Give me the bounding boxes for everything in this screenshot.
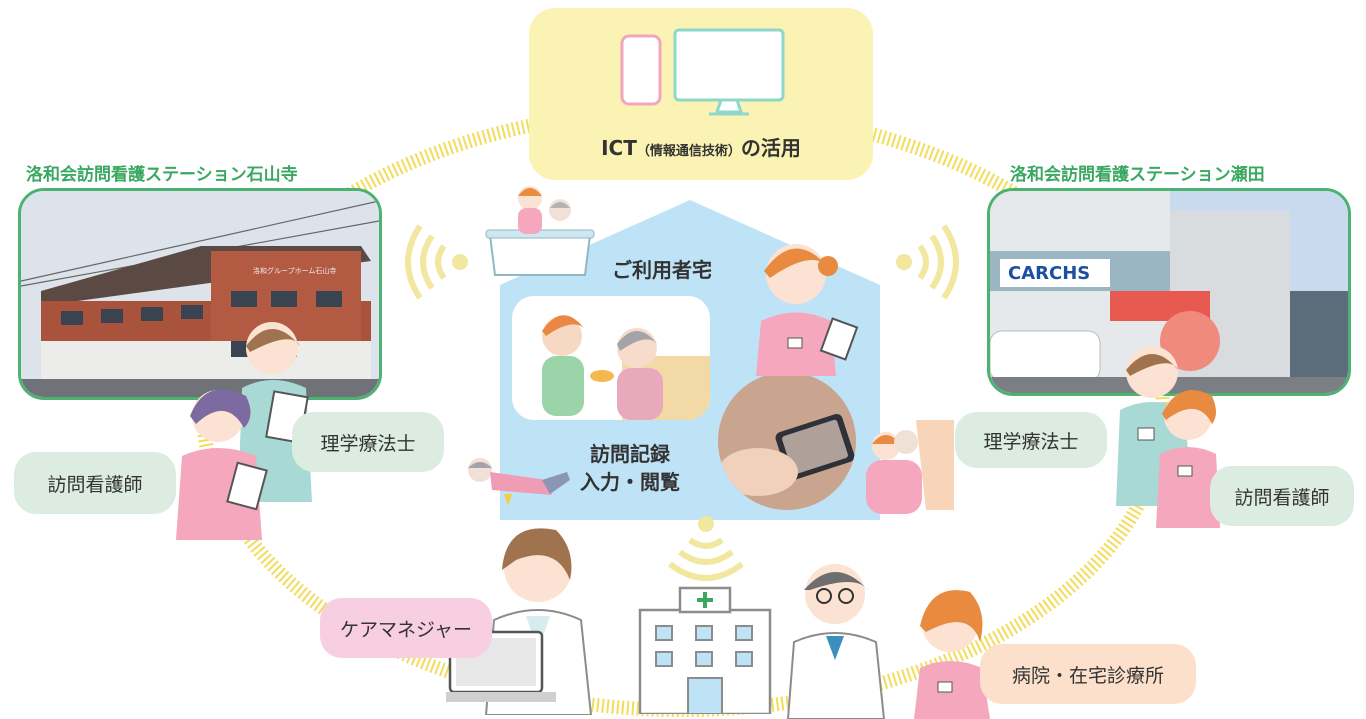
station-title-ishiyamadera: 洛和会訪問看護ステーション石山寺 (26, 165, 298, 185)
ict-panel: ICT（情報通信技術）の活用 (529, 8, 873, 180)
right-nurse-figure (1156, 390, 1220, 528)
smartphone-icon (620, 34, 662, 106)
user-home-label: ご利用者宅 (612, 258, 712, 282)
ict-title: ICT（情報通信技術）の活用 (601, 136, 801, 160)
hospital-building-icon (638, 586, 772, 714)
station-photo-ishiyamadera: 洛和グループホーム石山寺 (18, 188, 382, 400)
role-pill-left-physical-therapist: 理学療法士 (292, 412, 444, 472)
visit-record-label: 訪問記録 入力・閲覧 (580, 442, 680, 494)
wifi-signal-right-icon (896, 224, 959, 300)
role-pill-right-physical-therapist: 理学療法士 (955, 412, 1107, 468)
svg-text:洛和グループホーム石山寺: 洛和グループホーム石山寺 (253, 266, 336, 275)
role-pill-right-visiting-nurse: 訪問看護師 (1210, 466, 1354, 526)
falling-elder-illustration (468, 458, 570, 506)
left-nurse-figure (176, 389, 268, 540)
wifi-signal-left-icon (405, 224, 468, 300)
doctor-figure (786, 564, 886, 719)
station-title-seta: 洛和会訪問看護ステーション瀬田 (1010, 165, 1265, 185)
hospital-staff-figure (914, 590, 990, 719)
wifi-signal-hospital-icon (668, 516, 744, 581)
tablet-photo (718, 372, 856, 510)
caregiving-illustration (866, 420, 954, 514)
bathing-illustration (485, 186, 595, 276)
monitor-icon (673, 28, 785, 116)
role-pill-hospital-clinic: 病院・在宅診療所 (980, 644, 1196, 704)
visiting-nurse-figure (756, 244, 859, 376)
care-manager-figure (446, 528, 593, 715)
role-pill-left-visiting-nurse: 訪問看護師 (14, 452, 176, 514)
svg-text:CARCHS: CARCHS (1008, 263, 1090, 284)
role-pill-care-manager: ケアマネジャー (320, 598, 492, 658)
meal-assistance-illustration (512, 296, 710, 420)
